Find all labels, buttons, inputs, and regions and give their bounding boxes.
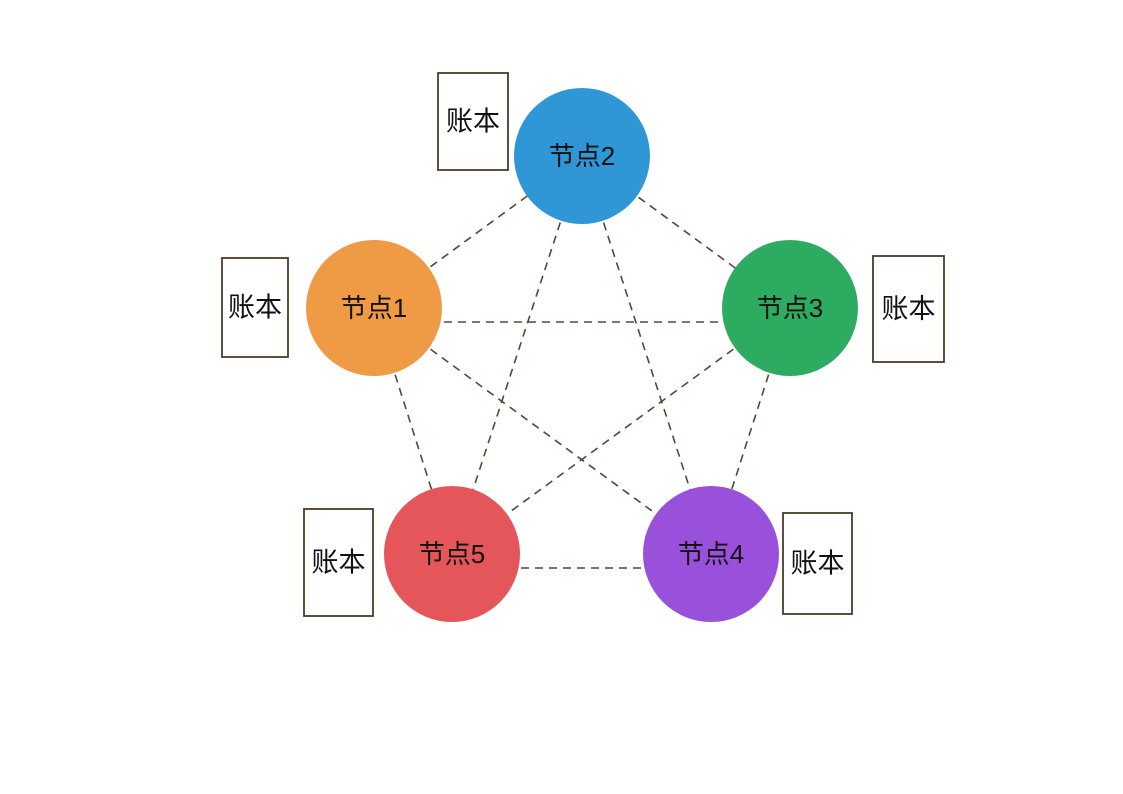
- node-label-node3: 节点3: [757, 293, 823, 323]
- node-label-node4: 节点4: [678, 539, 744, 569]
- ledgers-layer: 账本账本账本账本账本: [221, 72, 945, 617]
- node-circle-node2: [514, 88, 650, 224]
- ledger-label-node5: 账本: [312, 548, 366, 578]
- network-node-node1: 节点1: [306, 240, 442, 376]
- ledger-rect-node2: [437, 72, 509, 171]
- ledger-box-node1: 账本: [221, 257, 289, 358]
- network-node-node4: 节点4: [643, 486, 779, 622]
- ledger-rect-node1: [221, 257, 289, 358]
- ledger-box-node4: 账本: [782, 512, 853, 615]
- ledger-label-node2: 账本: [446, 107, 500, 137]
- ledger-box-node5: 账本: [303, 508, 374, 617]
- node-circle-node1: [306, 240, 442, 376]
- node-circle-node3: [722, 240, 858, 376]
- node-circle-node5: [384, 486, 520, 622]
- network-node-node3: 节点3: [722, 240, 858, 376]
- ledger-rect-node3: [872, 255, 945, 363]
- ledger-rect-node5: [303, 508, 374, 617]
- ledger-label-node1: 账本: [228, 293, 282, 323]
- node-label-node1: 节点1: [341, 293, 407, 323]
- ledger-box-node3: 账本: [872, 255, 945, 363]
- network-node-node5: 节点5: [384, 486, 520, 622]
- nodes-layer: 节点1 节点2 节点3 节点4 节点5: [306, 88, 858, 622]
- node-label-node5: 节点5: [419, 539, 485, 569]
- ledger-box-node2: 账本: [437, 72, 509, 171]
- node-circle-node4: [643, 486, 779, 622]
- ledger-label-node3: 账本: [882, 294, 936, 324]
- ledger-label-node4: 账本: [791, 549, 845, 579]
- network-node-node2: 节点2: [514, 88, 650, 224]
- node-label-node2: 节点2: [549, 141, 615, 171]
- ledger-rect-node4: [782, 512, 853, 615]
